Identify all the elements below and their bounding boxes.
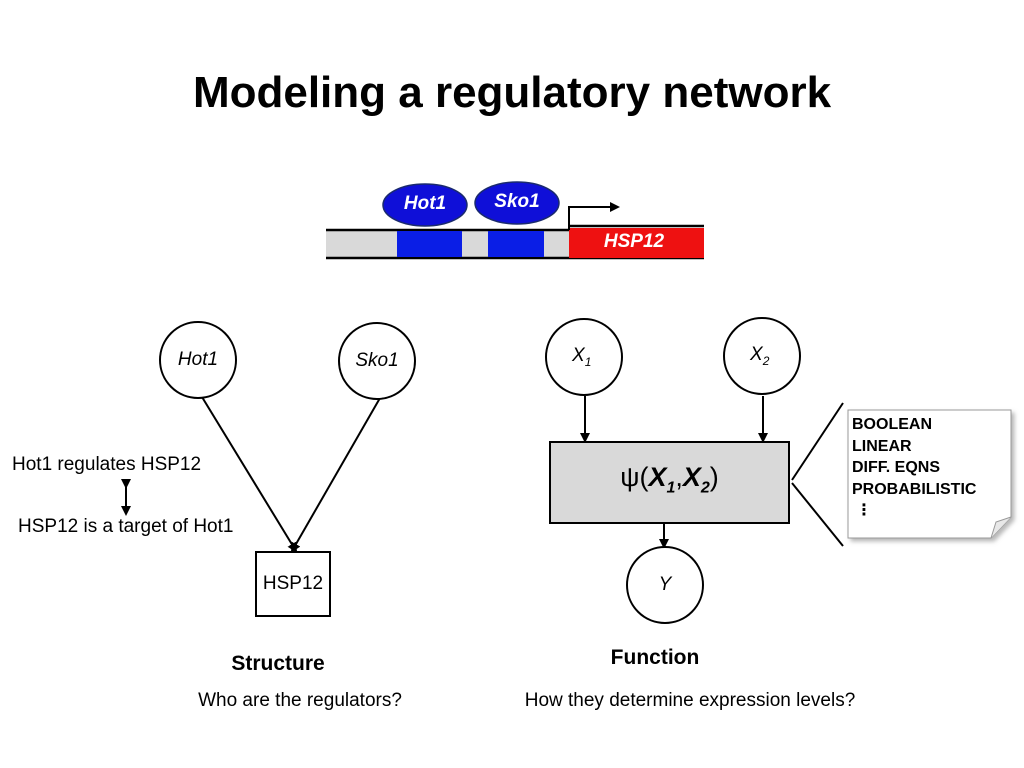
model-type-diff-eqns: DIFF. EQNS (852, 459, 941, 476)
psi-symbol: ψ (620, 462, 640, 492)
function-formula: ψ(X1,X2) (620, 462, 719, 497)
structure-network (121, 321, 416, 617)
node-hot1-label: Hot1 (177, 349, 219, 370)
transcription-start-arrow (568, 202, 620, 230)
hot1-binding-site (397, 231, 462, 257)
edge-sko1-hsp12 (291, 397, 381, 553)
node-x1 (545, 318, 623, 396)
sko1-protein (474, 181, 560, 225)
sko1-binding-site (488, 231, 544, 257)
relation-text-regulates: Hot1 regulates HSP12 (12, 454, 202, 475)
function-network (545, 317, 1012, 624)
hot1-protein-label: Hot1 (403, 193, 447, 214)
function-question: How they determine expression levels? (524, 690, 856, 711)
gene-diagram (326, 181, 704, 260)
hsp12-gene-block (569, 228, 704, 258)
node-y (626, 546, 704, 624)
node-sko1-label: Sko1 (355, 350, 399, 371)
node-hsp12-label: HSP12 (262, 573, 324, 594)
hot1-protein (382, 183, 468, 227)
function-heading: Function (610, 646, 700, 669)
node-sko1 (338, 322, 416, 400)
note-page-curl (990, 516, 1012, 539)
structure-heading: Structure (231, 652, 325, 675)
sko1-protein-label: Sko1 (494, 191, 540, 212)
function-box (549, 441, 790, 524)
model-type-boolean: BOOLEAN (852, 416, 932, 433)
model-type-linear: LINEAR (852, 437, 912, 455)
callout-line-top (791, 402, 844, 481)
model-type-ellipsis: ⋮ (856, 502, 872, 519)
node-x1-label: X1 (572, 345, 592, 369)
model-types-list: BOOLEAN LINEAR DIFF. EQNS PROBABILISTIC … (852, 414, 976, 522)
model-type-probabilistic: PROBABILISTIC (852, 480, 977, 498)
node-x2-label: X2 (750, 344, 770, 368)
page-title: Modeling a regulatory network (192, 68, 832, 117)
structure-question: Who are the regulators? (198, 690, 402, 711)
relation-text-target: HSP12 is a target of Hot1 (18, 516, 234, 537)
node-x2 (723, 317, 801, 395)
node-hsp12 (255, 551, 331, 617)
callout-line-bottom (791, 482, 844, 547)
node-hot1 (159, 321, 237, 399)
edge-hot1-hsp12 (201, 396, 298, 553)
hsp12-gene-label: HSP12 (603, 231, 665, 252)
node-y-label: Y (658, 574, 672, 595)
